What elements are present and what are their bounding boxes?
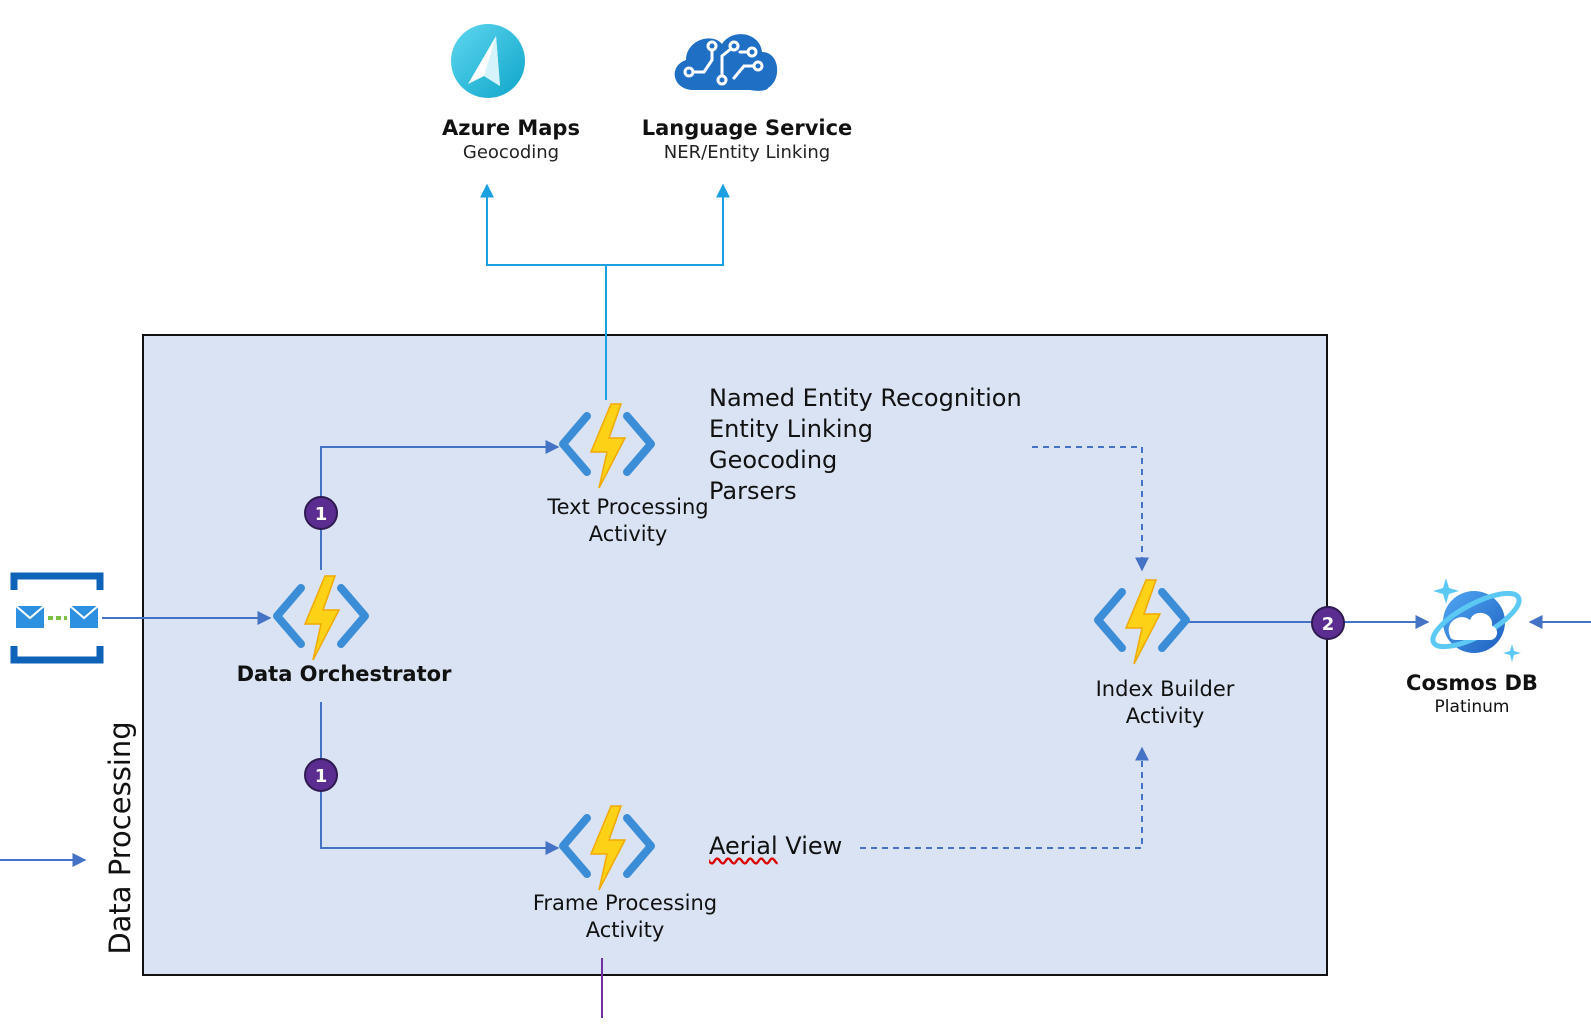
- data-processing-title: Data Processing: [103, 721, 137, 955]
- index-builder-label: Index Builder Activity: [1096, 676, 1235, 730]
- cosmos-db-title: Cosmos DB: [1406, 671, 1538, 695]
- svg-text:2: 2: [1322, 614, 1335, 635]
- index-builder-line1: Index Builder: [1095, 677, 1235, 701]
- index-builder-line2: Activity: [1125, 704, 1205, 728]
- frame-to-index-dashed-arrow: [860, 746, 1149, 849]
- note-geocoding: Geocoding: [709, 446, 838, 474]
- language-service-icon: [674, 34, 778, 91]
- text-processing-line2: Activity: [588, 522, 668, 546]
- text-processing-line1: Text Processing: [547, 495, 709, 519]
- service-connector: [480, 183, 730, 400]
- azure-maps-icon: [451, 24, 525, 98]
- frame-processing-line1: Frame Processing: [532, 891, 718, 915]
- text-processing-notes: Named Entity Recognition Entity Linking …: [709, 383, 1022, 507]
- language-service-subtitle: NER/Entity Linking: [663, 142, 831, 163]
- step-badge-right: 2: [1311, 606, 1345, 640]
- frame-processing-line2: Activity: [585, 918, 665, 942]
- aerial-view-note: Aerial View: [709, 831, 842, 862]
- azure-maps-subtitle: Geocoding: [462, 142, 560, 163]
- frame-processing-label: Frame Processing Activity: [533, 890, 717, 944]
- cosmos-db-subtitle: Platinum: [1434, 697, 1510, 717]
- orchestrator-to-frame-arrow: [320, 702, 560, 855]
- language-service-title: Language Service: [641, 116, 853, 140]
- text-to-index-dashed-arrow: [1032, 446, 1149, 572]
- message-queue-icon: [10, 572, 104, 664]
- svg-text:1: 1: [315, 504, 328, 525]
- data-orchestrator-label: Data Orchestrator: [236, 662, 452, 686]
- flow-lines: [0, 440, 1591, 867]
- note-ner: Named Entity Recognition: [709, 384, 1022, 412]
- azure-maps-title: Azure Maps: [442, 116, 580, 140]
- svg-text:1: 1: [315, 766, 328, 787]
- aerial-word: Aerial: [709, 832, 778, 860]
- text-processing-label: Text Processing Activity: [547, 494, 708, 548]
- step-badge-top: 1: [304, 496, 338, 530]
- step-badge-bottom: 1: [304, 758, 338, 792]
- note-entity-linking: Entity Linking: [709, 415, 873, 443]
- view-word: View: [777, 832, 843, 860]
- data-processing-container: [142, 334, 1328, 976]
- note-parsers: Parsers: [709, 477, 797, 505]
- cosmos-db-icon: [1430, 578, 1522, 662]
